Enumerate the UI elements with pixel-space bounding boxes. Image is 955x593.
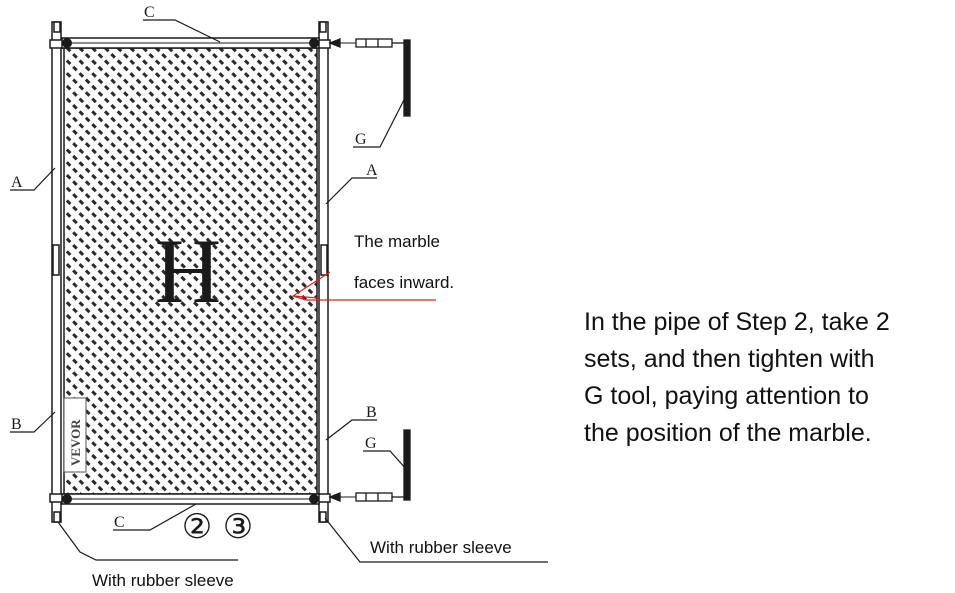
label-g-bottom: G [365,435,377,452]
connector-bottom-right [309,494,319,504]
rubber-sleeve-note-bottom: With rubber sleeve [92,571,234,590]
label-g-top: G [355,131,367,148]
instruction-line-3: G tool, paying attention to [584,382,869,410]
step-number-2: ② [182,509,212,546]
right-post [316,21,331,523]
label-a-left: A [11,174,23,191]
label-a-right: A [366,162,378,179]
instruction-text: In the pipe of Step 2, take 2 sets, and … [584,308,890,447]
mesh-panel [63,47,318,495]
label-b-left: B [11,416,22,433]
g-tool-top [328,38,411,117]
leader-lines [10,19,548,563]
top-rail [61,37,320,49]
label-b-right: B [366,404,377,421]
instruction-line-4: the position of the marble. [584,419,872,447]
brand-tag: VEVOR [63,397,87,473]
marble-note-line-2: faces inward. [354,273,454,292]
label-c-bottom: C [114,514,125,531]
instruction-line-1: In the pipe of Step 2, take 2 [584,308,890,336]
g-tool-bottom [328,429,411,502]
panel-label-h: H [155,220,221,322]
label-c-top: C [144,4,155,21]
rubber-sleeve-note-right: With rubber sleeve [370,538,512,557]
connector-top-right [309,38,319,48]
bottom-rail [61,493,320,505]
left-post [49,21,64,523]
connector-bottom-left [62,494,72,504]
step-number-3: ③ [223,509,253,546]
instruction-line-2: sets, and then tighten with [584,345,874,373]
brand-tag-label: VEVOR [68,419,83,466]
connector-top-left [62,38,72,48]
marble-pointer [291,271,436,301]
marble-note-line-1: The marble [354,232,440,251]
